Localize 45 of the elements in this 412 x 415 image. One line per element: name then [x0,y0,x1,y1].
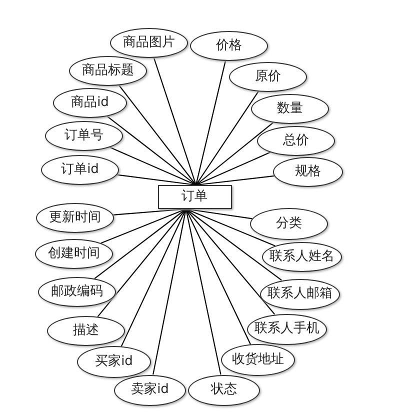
attribute-ellipse: 更新时间 [36,203,114,233]
connector-line [153,58,197,186]
attribute-ellipse: 联系人手机 [247,314,327,344]
connector-line [196,91,259,186]
connector-line [195,60,226,186]
attribute-ellipse: 卖家id [114,374,186,406]
attribute-ellipse: 订单号 [45,121,123,151]
attribute-ellipse: 收货地址 [221,344,295,376]
attribute-ellipse: 状态 [188,374,260,406]
connector-line [120,208,186,347]
attribute-ellipse: 商品id [53,88,127,118]
attribute-ellipse: 联系人姓名 [262,242,342,272]
attribute-ellipse: 商品图片 [110,28,188,58]
attribute-ellipse: 联系人邮箱 [260,278,340,310]
connector-line [196,122,274,186]
connector-line [152,208,187,375]
connector-line [100,208,186,244]
attribute-ellipse: 描述 [47,316,125,346]
attribute-ellipse: 订单id [41,155,119,185]
connector-line [118,85,196,186]
attribute-ellipse: 数量 [251,94,329,124]
connector-line [196,152,271,186]
connector-line [185,208,222,375]
connector-line [186,208,282,281]
connector-line [186,208,276,315]
connector-line [94,208,186,280]
attribute-ellipse: 买家id [77,346,151,378]
connector-line [97,208,186,318]
connector-line [196,175,274,186]
connector-line [106,116,196,186]
attribute-ellipse: 邮政编码 [38,277,116,307]
attribute-ellipse: 总价 [257,126,335,156]
attribute-ellipse: 分类 [250,208,328,240]
attribute-ellipse: 创建时间 [35,239,113,269]
connector-line [110,146,196,186]
connector-line [186,208,276,246]
connector-line [186,208,252,345]
attribute-ellipse: 商品标题 [69,56,147,86]
entity-box: 订单 [158,185,232,209]
attribute-ellipse: 原价 [229,62,307,92]
connector-line [186,208,252,220]
connector-line [113,208,186,216]
attribute-ellipse: 规格 [273,157,343,187]
attribute-ellipse: 价格 [190,31,268,61]
connector-line [116,174,196,186]
